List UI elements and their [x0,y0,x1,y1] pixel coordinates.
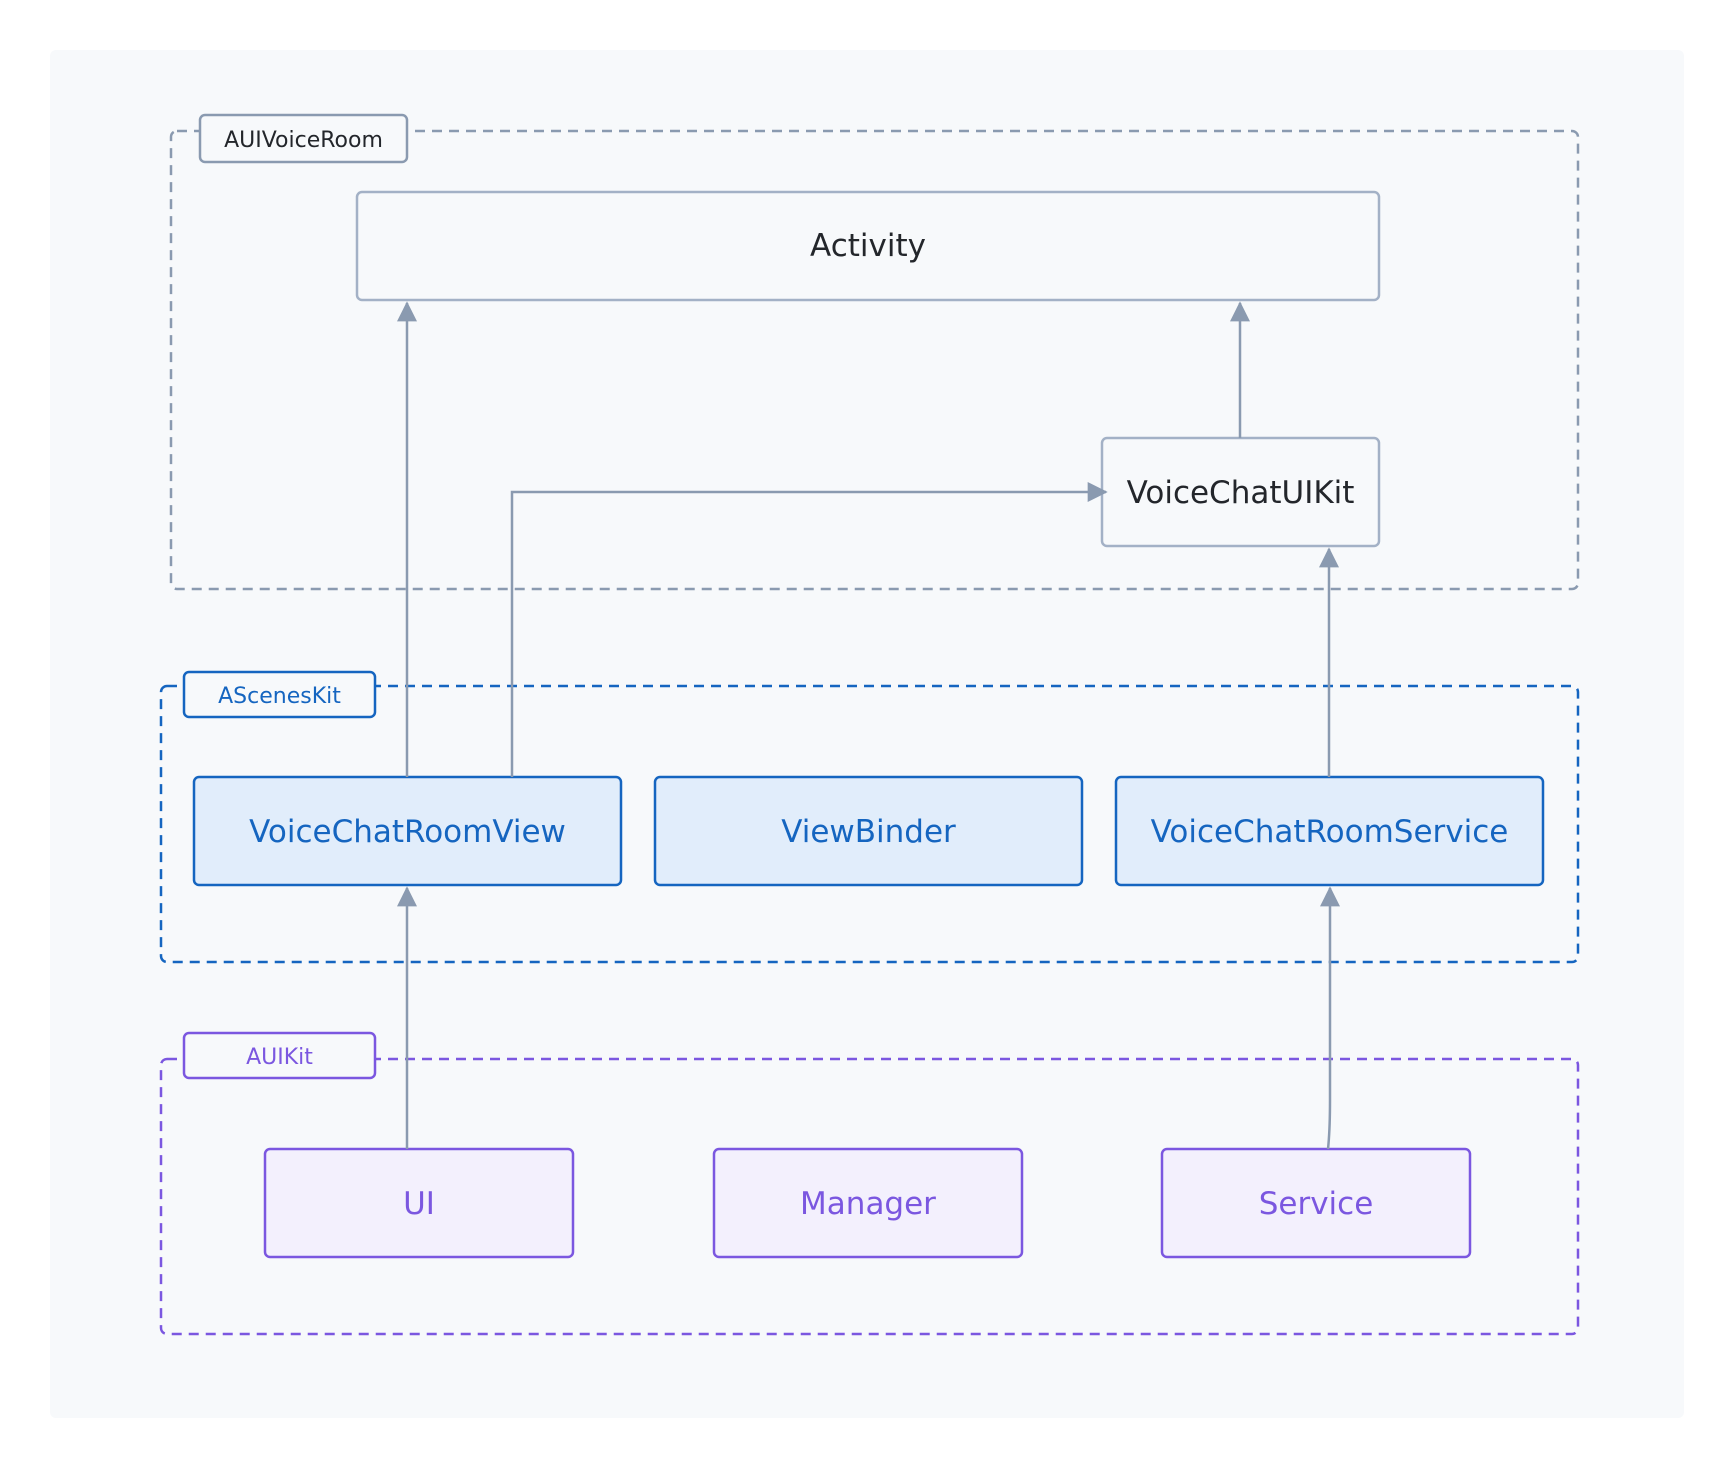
node-viewbinder-label: ViewBinder [781,814,956,850]
node-ui-label: UI [403,1186,435,1222]
edge-voicechatroomview-to-voicechatuikit [510,482,1108,777]
node-ui: UI [263,1147,575,1259]
group-auivoiceroom-tag [198,113,409,164]
node-manager-box [712,1147,1024,1259]
node-activity-box [355,190,1381,302]
group-auikit-border [159,1057,1580,1336]
group-ascenes-border [159,684,1580,964]
group-ascenes-label: AScenesKit [218,684,341,709]
group-auikit-tag [182,1031,377,1080]
group-auikit-label: AUIKit [246,1045,313,1070]
node-manager: Manager [712,1147,1024,1259]
node-activity-label: Activity [810,228,926,264]
node-voicechatuikit: VoiceChatUIKit [1100,436,1381,548]
node-service-box [1160,1147,1472,1259]
group-ascenes-tag [182,670,377,719]
node-service: Service [1160,1147,1472,1259]
canvas-background [50,50,1684,1418]
node-voicechatuikit-label: VoiceChatUIKit [1127,475,1355,511]
node-ui-box [263,1147,575,1259]
node-voicechatroomview: VoiceChatRoomView [192,775,623,887]
node-voicechatroomservice-label: VoiceChatRoomService [1151,814,1509,850]
group-auivoiceroom: AUIVoiceRoom [169,113,1580,591]
edges [397,301,1340,1150]
group-auivoiceroom-label: AUIVoiceRoom [224,128,383,153]
node-service-label: Service [1259,1186,1374,1222]
node-viewbinder: ViewBinder [653,775,1084,887]
group-auivoiceroom-border [169,129,1580,591]
node-activity: Activity [355,190,1381,302]
node-voicechatroomview-label: VoiceChatRoomView [249,814,566,850]
node-manager-label: Manager [800,1186,936,1222]
group-auikit: AUIKit [159,1031,1580,1336]
node-viewbinder-box [653,775,1084,887]
edge-service-to-voicechatroomservice [1320,886,1340,1150]
node-voicechatroomservice: VoiceChatRoomService [1114,775,1545,887]
group-ascenes: AScenesKit [159,670,1580,964]
